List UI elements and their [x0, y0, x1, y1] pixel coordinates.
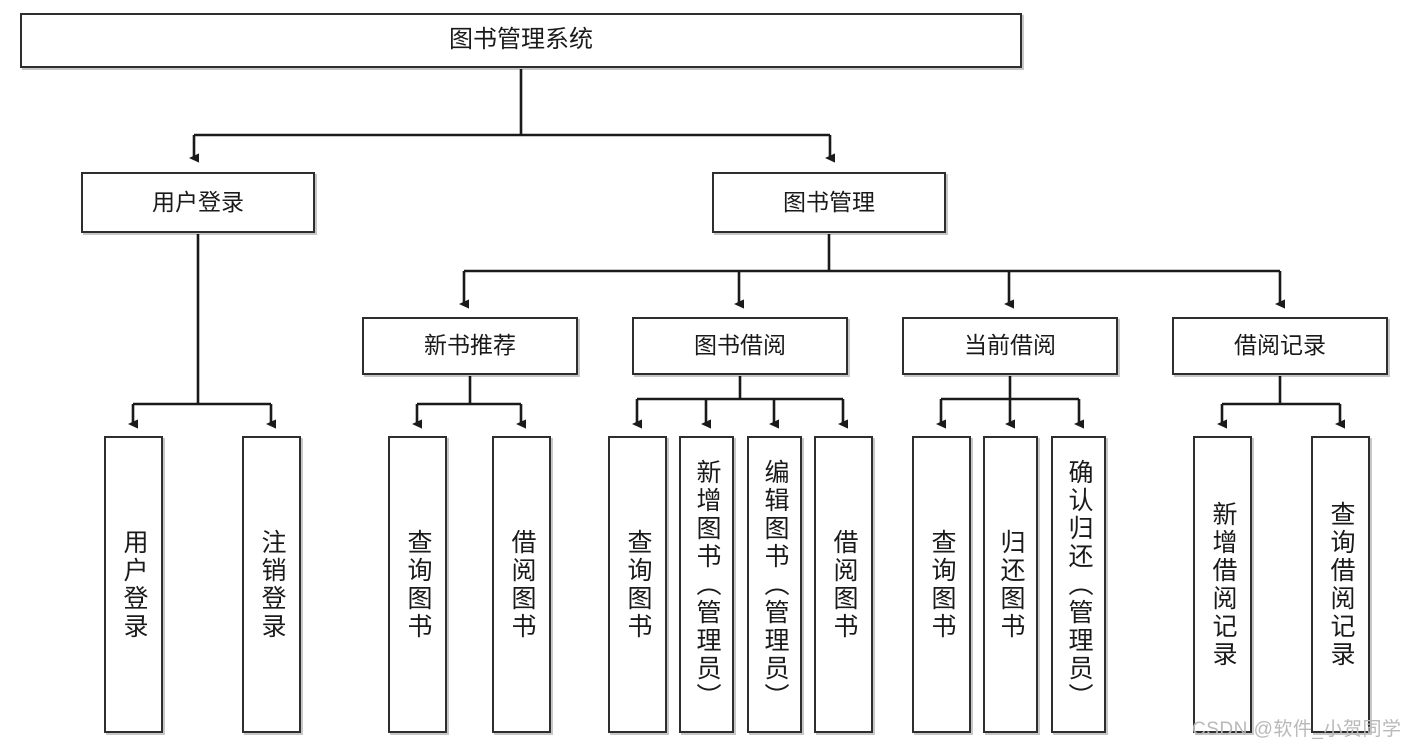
node-label: 当前借阅: [964, 332, 1056, 359]
csdn-watermark: CSDN @软件_小贺同学: [1192, 719, 1402, 740]
node-current-borrow[interactable]: 当前借阅: [902, 317, 1118, 375]
node-new-book-recommend[interactable]: 新书推荐: [362, 317, 578, 375]
node-label: 借阅记录: [1234, 332, 1326, 359]
node-label: 用户登录: [120, 528, 148, 641]
leaf-borrow-book-2[interactable]: 借阅图书: [814, 436, 873, 733]
node-label: 查询图书: [404, 528, 432, 641]
leaf-edit-book[interactable]: 编辑图书（管理员）: [747, 436, 802, 733]
leaf-query-book-2[interactable]: 查询图书: [608, 436, 667, 733]
leaf-logout-login[interactable]: 注销登录: [242, 436, 301, 733]
node-label: 查询图书: [624, 528, 652, 641]
node-label: 图书借阅: [694, 332, 786, 359]
node-label: 查询借阅记录: [1327, 500, 1355, 669]
leaf-query-book-1[interactable]: 查询图书: [388, 436, 447, 733]
node-borrow-record[interactable]: 借阅记录: [1172, 317, 1388, 375]
node-label: 新书推荐: [424, 332, 516, 359]
node-label: 新增借阅记录: [1209, 500, 1237, 669]
node-label: 新增图书（管理员）: [693, 458, 721, 711]
leaf-query-record[interactable]: 查询借阅记录: [1311, 436, 1370, 733]
node-label: 编辑图书（管理员）: [761, 458, 789, 711]
node-label: 注销登录: [258, 528, 286, 641]
leaf-borrow-book-1[interactable]: 借阅图书: [492, 436, 551, 733]
leaf-add-record[interactable]: 新增借阅记录: [1193, 436, 1252, 733]
leaf-user-login[interactable]: 用户登录: [104, 436, 163, 733]
node-label: 查询图书: [928, 528, 956, 641]
node-user-login[interactable]: 用户登录: [81, 172, 315, 233]
node-book-management[interactable]: 图书管理: [712, 172, 946, 233]
leaf-confirm-return[interactable]: 确认归还（管理员）: [1051, 436, 1106, 733]
node-label: 图书管理系统: [449, 26, 593, 54]
leaf-return-book[interactable]: 归还图书: [983, 436, 1038, 733]
leaf-add-book[interactable]: 新增图书（管理员）: [679, 436, 734, 733]
node-root-book-management-system[interactable]: 图书管理系统: [20, 13, 1022, 68]
node-label: 用户登录: [152, 188, 244, 215]
node-label: 归还图书: [997, 528, 1025, 641]
node-label: 确认归还（管理员）: [1065, 458, 1093, 711]
node-book-borrow[interactable]: 图书借阅: [632, 317, 848, 375]
node-label: 借阅图书: [830, 528, 858, 641]
node-label: 借阅图书: [508, 528, 536, 641]
leaf-query-book-3[interactable]: 查询图书: [912, 436, 971, 733]
node-label: 图书管理: [783, 188, 875, 215]
